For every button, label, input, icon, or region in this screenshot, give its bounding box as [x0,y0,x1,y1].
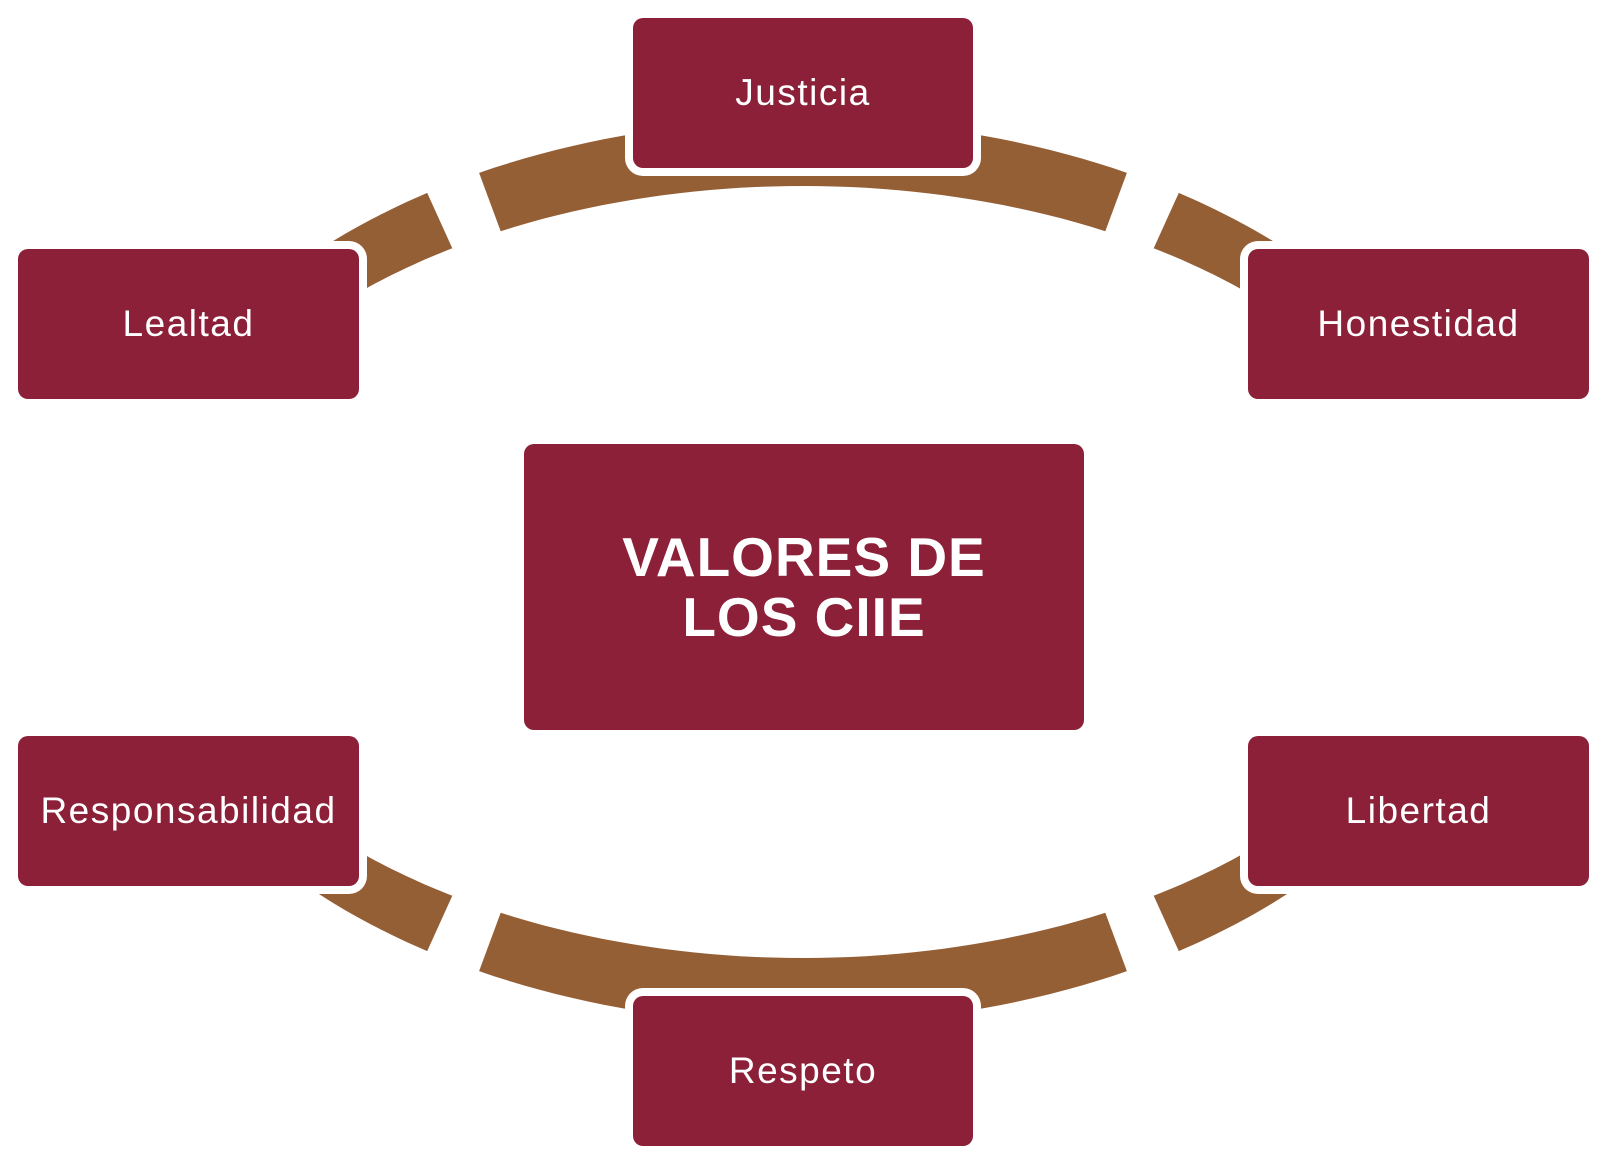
center-title-line-2: LOS CIIE [682,586,926,648]
value-label-respeto: Respeto [728,1050,878,1091]
value-label-responsabilidad: Responsabilidad [40,790,337,831]
value-label-libertad: Libertad [1345,790,1492,831]
value-box-responsabilidad: Responsabilidad [18,736,359,886]
value-label-lealtad: Lealtad [122,303,255,344]
value-label-honestidad: Honestidad [1317,303,1520,344]
center-title-line-1: VALORES DE [622,526,986,588]
value-box-justicia: Justicia [633,18,973,168]
value-label-justicia: Justicia [735,72,871,113]
center-box: VALORES DE LOS CIIE [524,444,1084,730]
value-box-honestidad: Honestidad [1248,249,1589,399]
value-box-libertad: Libertad [1248,736,1589,886]
center-title: VALORES DE LOS CIIE [622,527,985,647]
value-box-lealtad: Lealtad [18,249,359,399]
value-box-respeto: Respeto [633,996,973,1146]
